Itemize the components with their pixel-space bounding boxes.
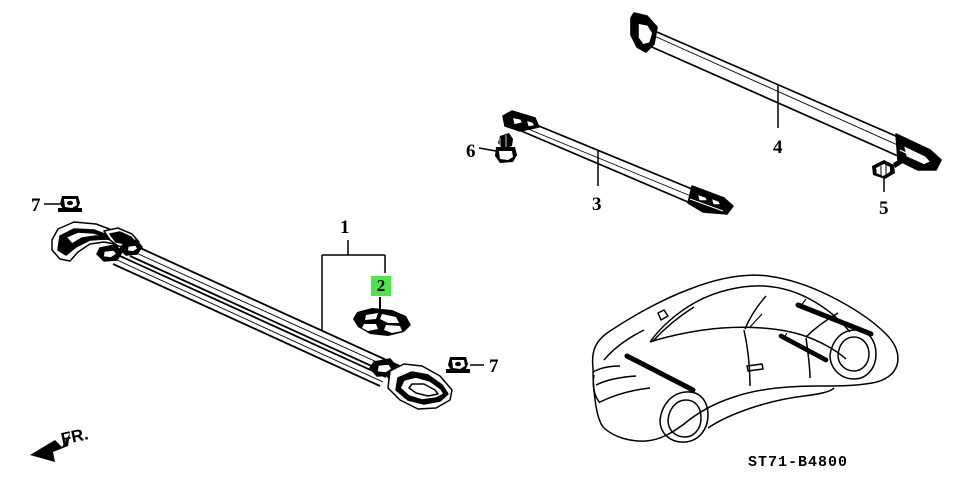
- part-center-bracket-stay[interactable]: [353, 308, 411, 336]
- leader-bracket-1: [321, 240, 386, 330]
- part-flange-bolt-upper[interactable]: [872, 157, 906, 179]
- part-flange-nut-left[interactable]: [58, 196, 82, 212]
- callout-1[interactable]: 1: [340, 217, 350, 238]
- front-direction-arrow: [30, 433, 70, 462]
- diagram-code-label: ST71-B4800: [748, 454, 849, 471]
- vehicle-indicator-pointers: [749, 298, 807, 328]
- callout-6[interactable]: 6: [466, 141, 476, 162]
- callout-7-left[interactable]: 7: [31, 195, 41, 216]
- part-flange-bolt-lower[interactable]: [495, 133, 517, 163]
- callout-3[interactable]: 3: [592, 194, 602, 215]
- callout-7-right[interactable]: 7: [489, 356, 499, 377]
- part-front-strut-bar-assembly[interactable]: [51, 221, 453, 410]
- callout-2-highlighted[interactable]: 2: [371, 276, 391, 296]
- leader-line-6: [478, 147, 497, 152]
- callout-5[interactable]: 5: [879, 198, 889, 219]
- callout-4[interactable]: 4: [773, 137, 783, 158]
- vehicle-reference-illustration: [591, 274, 899, 443]
- part-lower-brace-bar[interactable]: [502, 110, 734, 215]
- part-flange-nut-right[interactable]: [446, 357, 470, 373]
- part-upper-strut-tower-bar[interactable]: [630, 12, 942, 171]
